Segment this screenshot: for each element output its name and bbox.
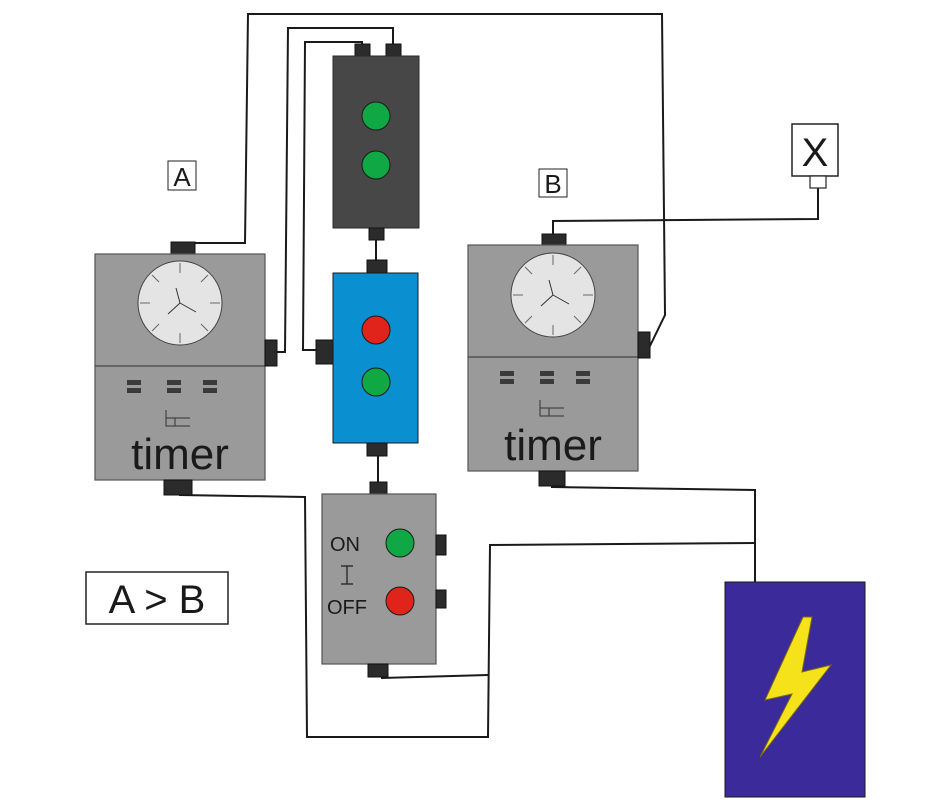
- wire-timer-a-right-to-dark-top: [276, 27, 394, 353]
- dark-module-connector-bottom: [368, 227, 385, 241]
- dark-module-lamp-green-2: [361, 150, 391, 180]
- switch-on-label: ON: [330, 534, 360, 556]
- timer-a-symbol: [165, 410, 190, 427]
- wire-timer-a-top-to-timer-b-right: [185, 13, 667, 351]
- clock-face-icon: [510, 252, 596, 338]
- timer-a: timer: [94, 241, 278, 496]
- blue-module-connector-bottom: [366, 442, 388, 457]
- switch-on-button[interactable]: [385, 528, 415, 558]
- timer-b-connector-right: [637, 331, 651, 359]
- switch-off-button[interactable]: [385, 586, 415, 616]
- dark-module: [332, 43, 420, 241]
- wire-timer-a-bottom-loop: [179, 490, 756, 738]
- switch-off-label: OFF: [327, 597, 367, 619]
- timer-b-label: B: [538, 168, 568, 199]
- timer-b-indicator-slots: [500, 371, 590, 384]
- timer-b-tag: B: [544, 169, 561, 199]
- blue-module: [315, 259, 419, 457]
- timer-a-connector-bottom: [163, 479, 193, 496]
- timer-a-indicator-slots: [127, 380, 217, 393]
- wire-timer-b-bottom-to-power: [551, 485, 756, 582]
- timer-b-connector-top: [541, 233, 567, 246]
- switch-box: ON OFF: [321, 481, 447, 678]
- switch-connector-bottom: [367, 663, 389, 678]
- timer-a-text: timer: [131, 430, 229, 479]
- timer-a-connector-top: [170, 241, 196, 255]
- timer-a-tag: A: [173, 162, 191, 192]
- blue-module-body: [332, 272, 419, 444]
- timer-b-symbol: [539, 400, 564, 417]
- timer-a-connector-right: [264, 339, 278, 367]
- timer-b-text: timer: [504, 421, 602, 470]
- timer-b: timer: [467, 233, 651, 487]
- blue-module-connector-top: [366, 259, 388, 274]
- switch-connector-right-top: [435, 534, 447, 556]
- blue-module-lamp-red: [361, 315, 391, 345]
- dark-module-connector-right: [385, 43, 402, 57]
- condition-label: A > B: [85, 571, 229, 625]
- power-source: [724, 581, 866, 798]
- timer-a-label: A: [167, 160, 197, 192]
- wire-switch-bottom: [381, 674, 489, 680]
- blue-module-lamp-green: [361, 367, 391, 397]
- dark-module-lamp-green-1: [361, 101, 391, 131]
- lightning-bolt-icon: [759, 616, 833, 758]
- dark-module-connector-left: [354, 43, 371, 57]
- output-x-connector: [809, 175, 827, 189]
- output-x: X: [791, 123, 839, 189]
- switch-body: [321, 493, 437, 665]
- timer-b-connector-bottom: [538, 470, 566, 487]
- condition-text: A > B: [109, 578, 206, 622]
- wire-dark-top-to-blue-left: [301, 41, 363, 351]
- wire-timer-b-top-to-output: [552, 188, 819, 234]
- dark-module-body: [332, 55, 420, 229]
- switch-connector-top: [369, 481, 388, 495]
- switch-connector-right-bottom: [435, 589, 447, 609]
- output-x-tag: X: [802, 131, 829, 175]
- clock-face-icon: [137, 260, 223, 346]
- blue-module-connector-left: [315, 339, 334, 365]
